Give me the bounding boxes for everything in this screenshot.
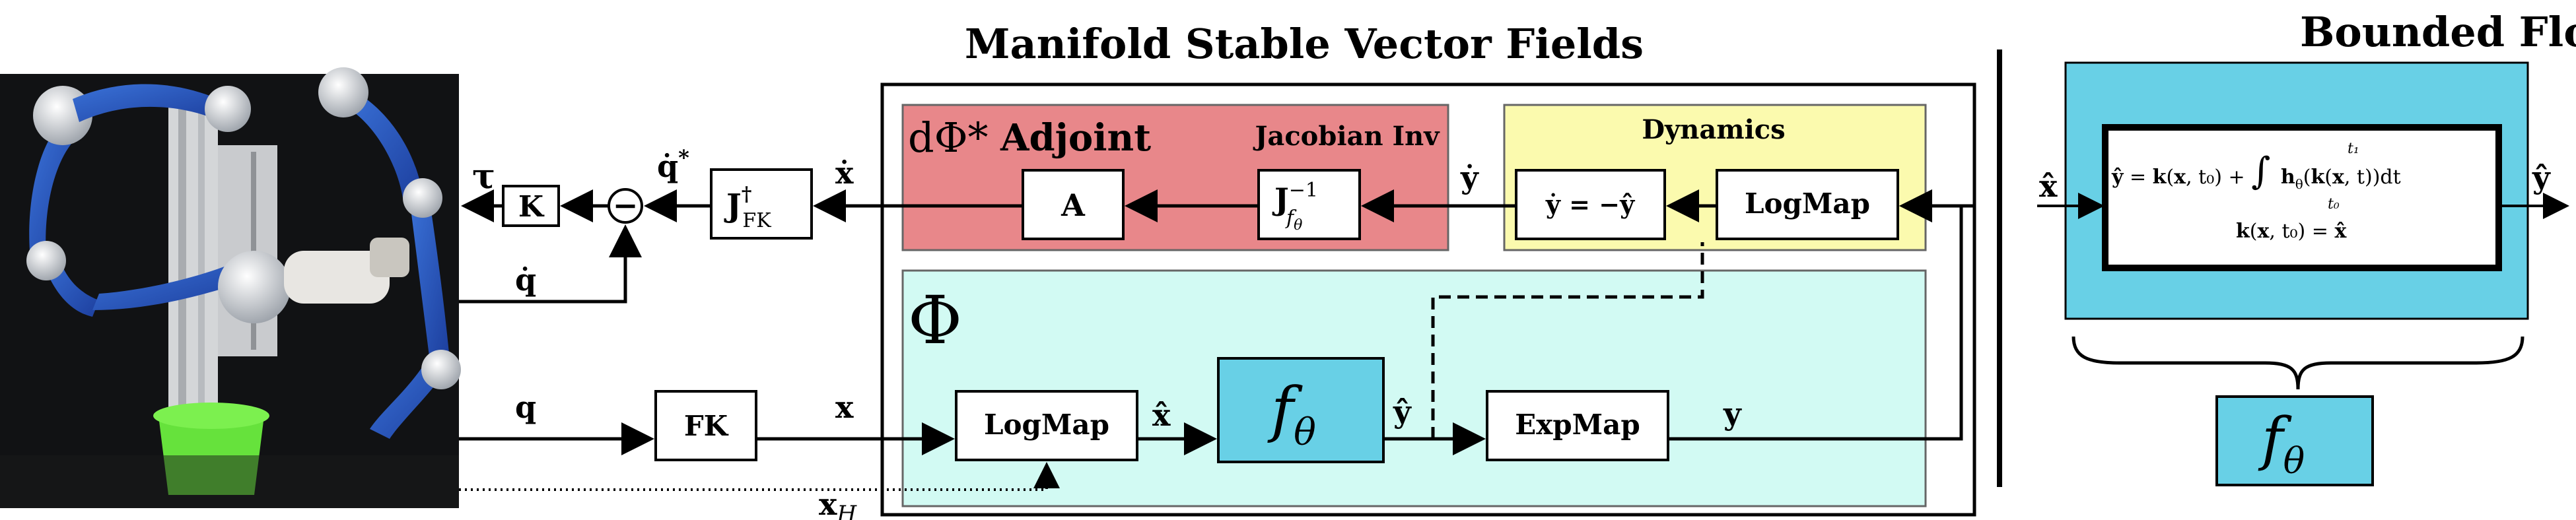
- svg-text:−: −: [613, 187, 639, 223]
- robot-arm-photo: [0, 67, 461, 508]
- expmap-block: ExpMap: [1486, 390, 1669, 461]
- label-x: x: [835, 389, 854, 425]
- svg-text:A: A: [1061, 187, 1086, 223]
- msvf-frame: [880, 82, 1976, 517]
- label-qdot-star: q̇*: [657, 145, 689, 184]
- label-xhat: x̂: [1152, 397, 1171, 433]
- label-qdot: q̇: [515, 262, 536, 298]
- svg-text:ExpMap: ExpMap: [1515, 408, 1640, 441]
- label-tau: τ: [472, 156, 495, 197]
- adjoint-subtitle: Jacobian Inv: [1253, 121, 1440, 152]
- logmap-bottom-block: LogMap: [955, 390, 1138, 461]
- bf-int-upper: t₁: [2348, 141, 2359, 157]
- signal-labels: τ q̇* ẋ ẏ q̇ q x x̂ ŷ y xH: [472, 145, 1742, 520]
- svg-text:K: K: [518, 190, 545, 224]
- adjoint-a-block: A: [1022, 169, 1125, 240]
- bf-eq1: ŷ = k(x, t₀) + ∫ hθ(k(x, t))dt: [2111, 150, 2401, 193]
- label-xh: xH: [819, 486, 857, 520]
- f-theta-right-block: fθ: [2215, 395, 2374, 486]
- adjoint-prefix: dΦ*: [908, 114, 989, 162]
- bf-input-label: x̂: [2039, 168, 2058, 204]
- phi-panel: Φ: [901, 269, 1927, 507]
- bounded-flow-panel: ŷ = k(x, t₀) + ∫ hθ(k(x, t))dt t₁ t₀ k(x…: [2064, 61, 2529, 320]
- svg-text:FK: FK: [684, 410, 729, 442]
- bf-eq2: k(x, t₀) = x̂: [2236, 220, 2347, 243]
- bf-output-label: ŷ: [2532, 160, 2551, 195]
- logmap-top-block: LogMap: [1716, 169, 1899, 240]
- dynamics-title: Dynamics: [1642, 114, 1785, 145]
- svg-text:LogMap: LogMap: [1745, 187, 1870, 220]
- jacobian-pseudoinverse-block: J†FK: [710, 168, 813, 240]
- signal-wires: [459, 189, 1974, 455]
- svg-text:LogMap: LogMap: [984, 408, 1109, 441]
- adjoint-panel: dΦ* Adjoint Jacobian Inv: [901, 104, 1449, 251]
- label-yhat: ŷ: [1393, 394, 1412, 430]
- svg-text:J†FK: J†FK: [724, 183, 771, 232]
- label-y: y: [1723, 396, 1742, 432]
- svg-text:J−1fθ: J−1fθ: [1272, 179, 1318, 234]
- label-ydot: ẏ: [1460, 160, 1479, 195]
- f-theta-block: fθ: [1217, 357, 1385, 463]
- summing-junction: −: [608, 187, 643, 224]
- label-q: q: [515, 389, 536, 425]
- dynamics-equation-block: ẏ = −ŷ: [1515, 169, 1666, 240]
- label-xdot: ẋ: [835, 155, 854, 191]
- curly-brace: [2071, 336, 2524, 390]
- bounded-flow-title: Bounded Flow: [2300, 8, 2576, 56]
- adjoint-title: Adjoint: [1000, 116, 1151, 160]
- forward-kinematics-block: FK: [654, 390, 757, 461]
- main-title: Manifold Stable Vector Fields: [965, 20, 1644, 68]
- gain-k-block: K: [502, 185, 560, 227]
- svg-text:ẏ = −ŷ: ẏ = −ŷ: [1545, 189, 1635, 219]
- phi-symbol: Φ: [908, 282, 962, 359]
- bf-int-lower: t₀: [2328, 196, 2340, 212]
